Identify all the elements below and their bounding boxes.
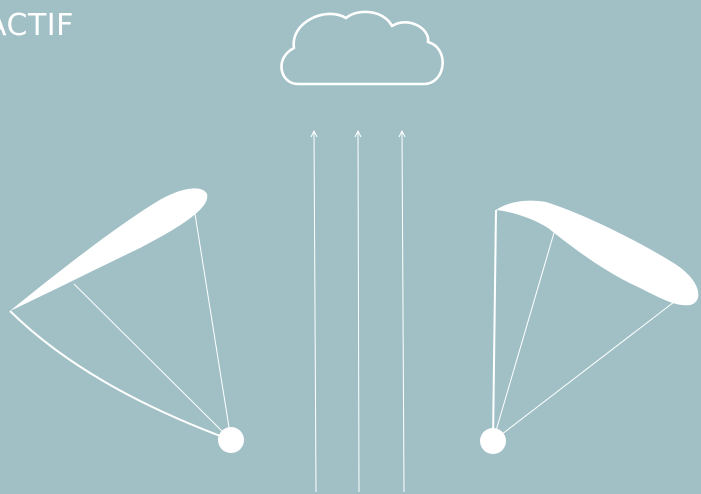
left-wing bbox=[10, 188, 207, 311]
right-wing bbox=[496, 201, 698, 306]
left-pilot bbox=[218, 427, 244, 453]
updraft-arrow-2 bbox=[355, 131, 361, 492]
updraft-arrow-1 bbox=[311, 131, 317, 492]
updraft-arrow-3 bbox=[399, 131, 405, 492]
cloud-icon bbox=[282, 12, 443, 84]
right-pilot bbox=[480, 428, 506, 454]
paraglider-left bbox=[10, 188, 244, 453]
updraft-arrows bbox=[311, 131, 405, 492]
paraglider-right bbox=[480, 201, 698, 454]
